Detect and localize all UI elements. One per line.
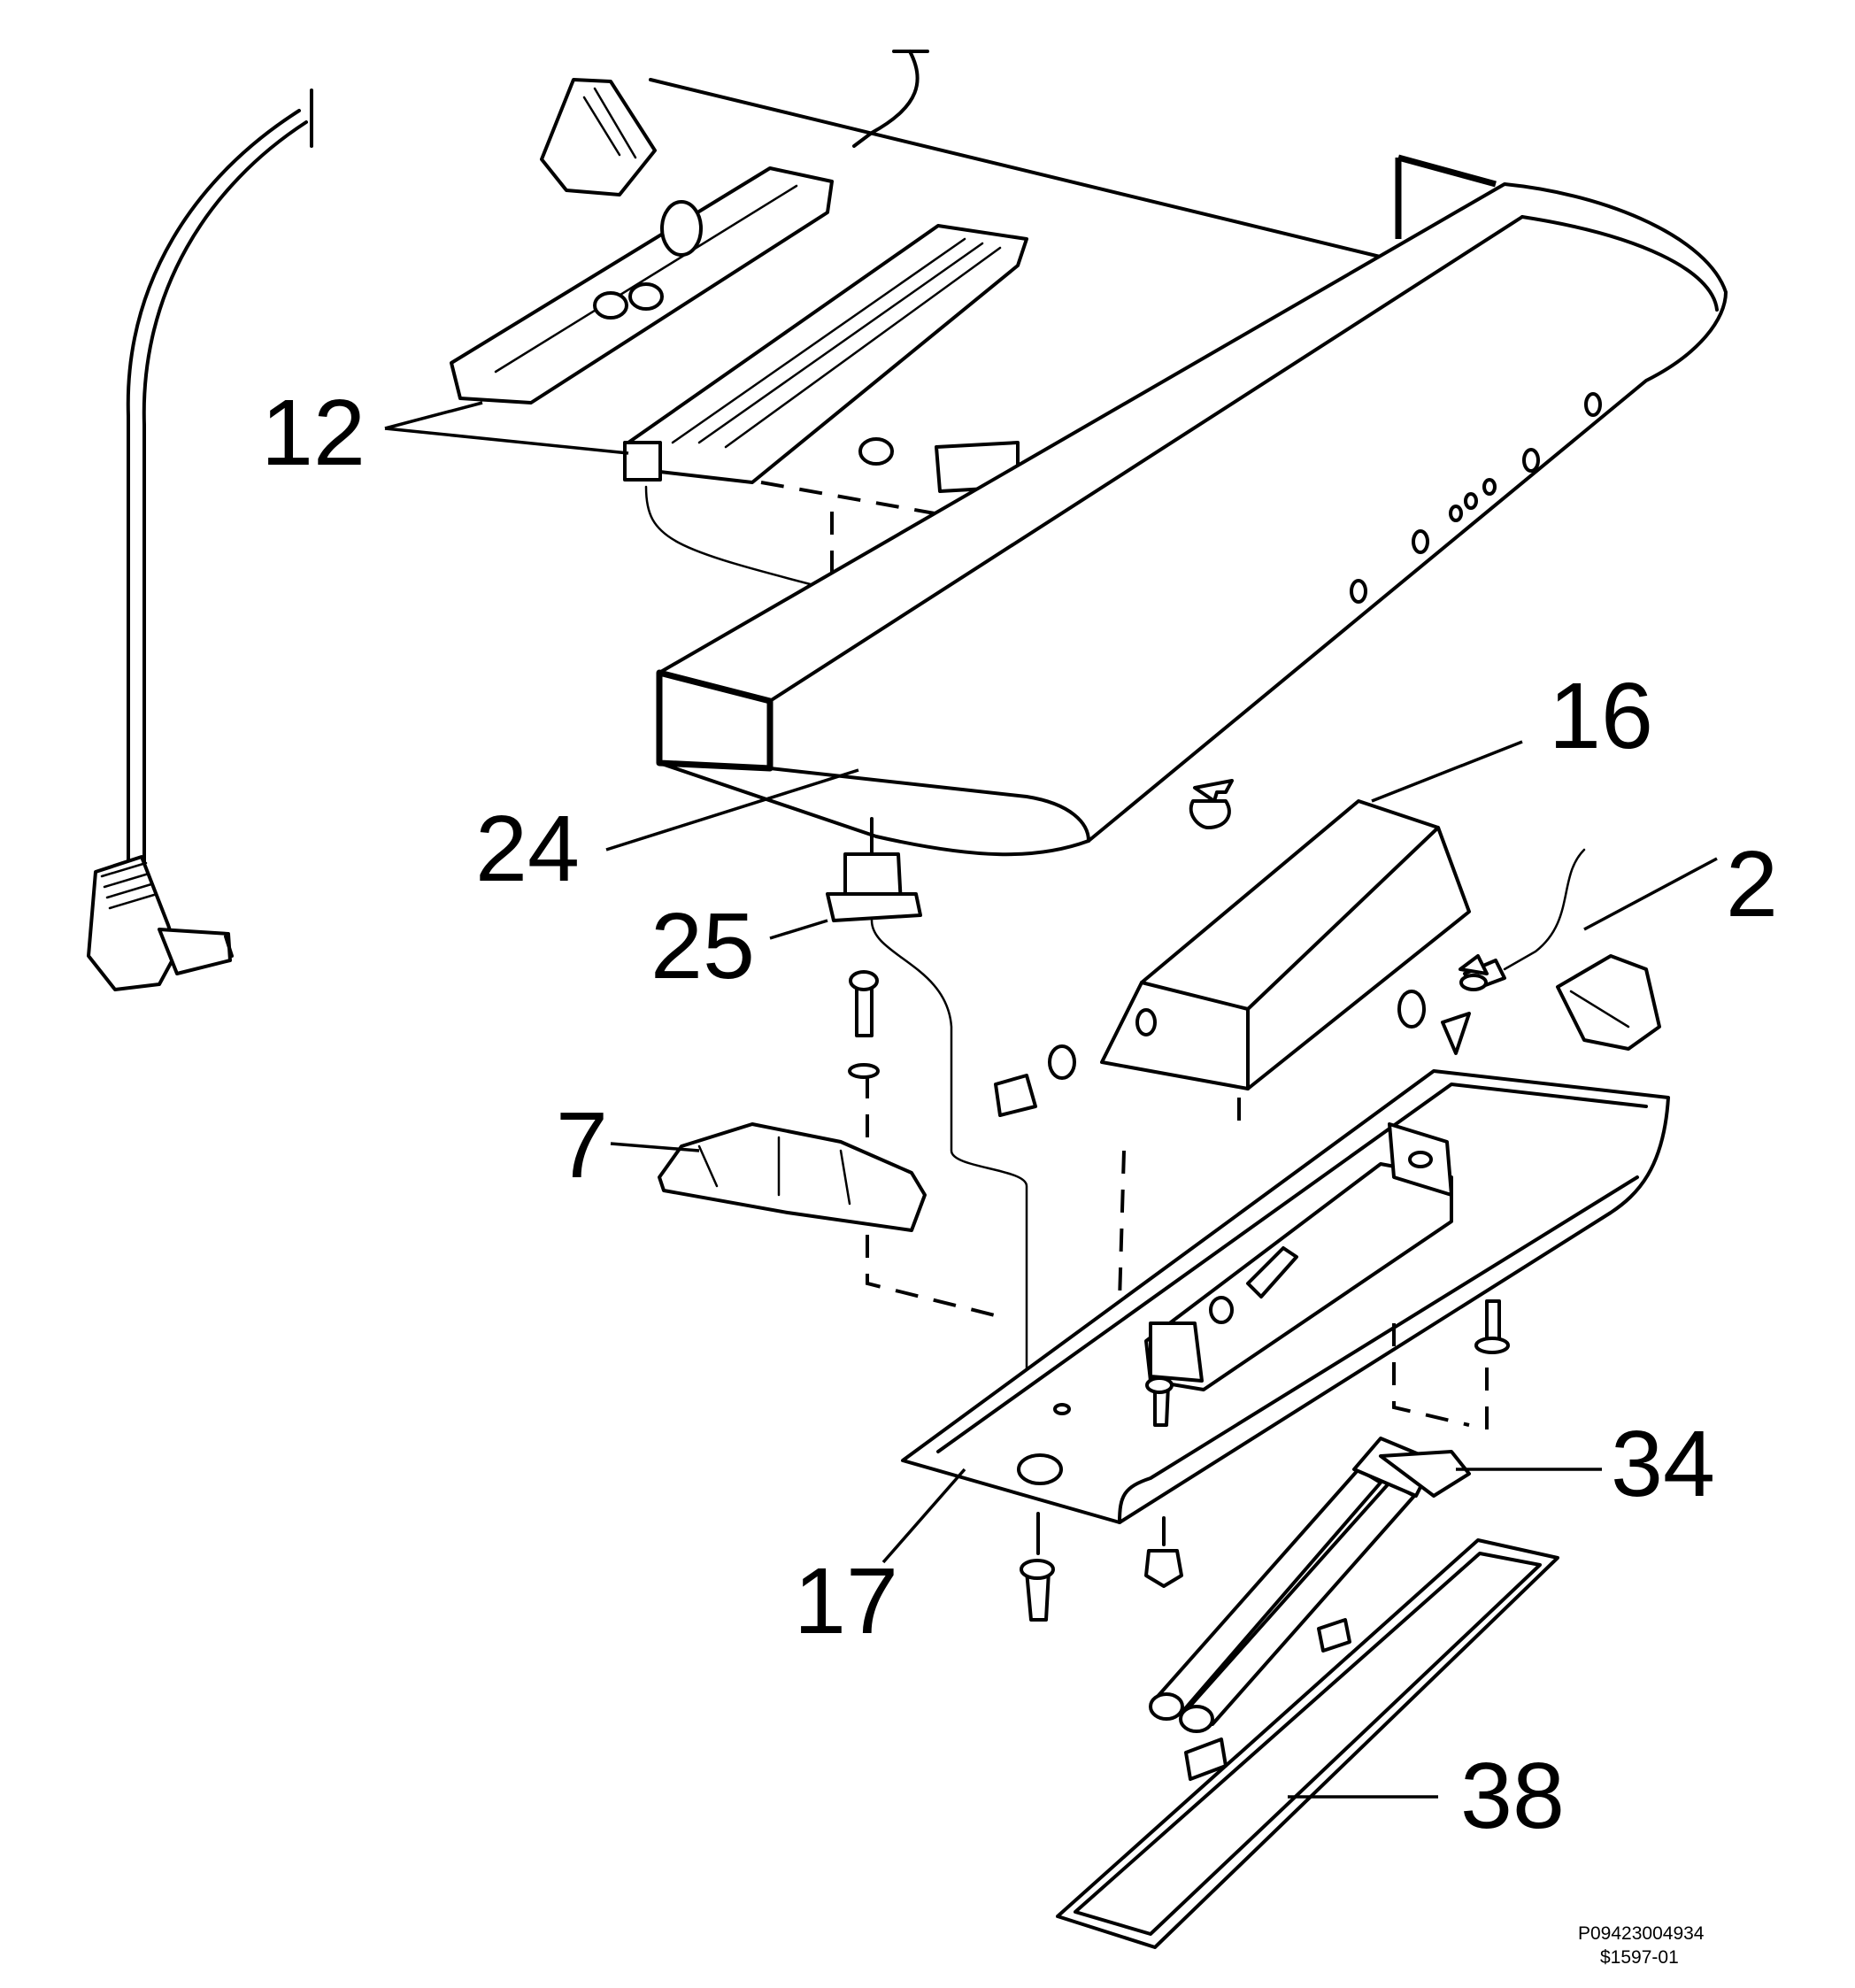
cover-38 (1056, 1538, 1559, 1949)
base-tray (901, 1069, 1670, 1622)
reference-block: P09423004934 $1597-01 (1578, 1923, 1705, 1968)
hood-body (649, 78, 1728, 857)
reference-code: P09423004934 (1578, 1923, 1705, 1944)
component-7 (658, 970, 1010, 1321)
callout-34: 34 (1611, 1412, 1715, 1516)
callout-12: 12 (261, 381, 366, 485)
callout-24: 24 (475, 797, 580, 901)
component-16 (994, 799, 1471, 1302)
callout-25: 25 (650, 894, 755, 998)
component-2 (1397, 848, 1661, 1055)
callout-17: 17 (794, 1549, 898, 1653)
power-cord (87, 89, 313, 991)
callout-2: 2 (1726, 832, 1778, 936)
callout-labels: 12 24 25 7 16 2 17 34 38 (261, 381, 1778, 1848)
callout-38: 38 (1460, 1744, 1565, 1848)
drawing-number: $1597-01 (1600, 1947, 1679, 1968)
callout-7: 7 (556, 1093, 608, 1198)
callout-16: 16 (1549, 664, 1653, 768)
lamp-34 (1149, 1437, 1471, 1733)
control-assembly (450, 50, 1258, 590)
leader-lines (384, 401, 1718, 1799)
component-25 (826, 817, 1028, 1462)
